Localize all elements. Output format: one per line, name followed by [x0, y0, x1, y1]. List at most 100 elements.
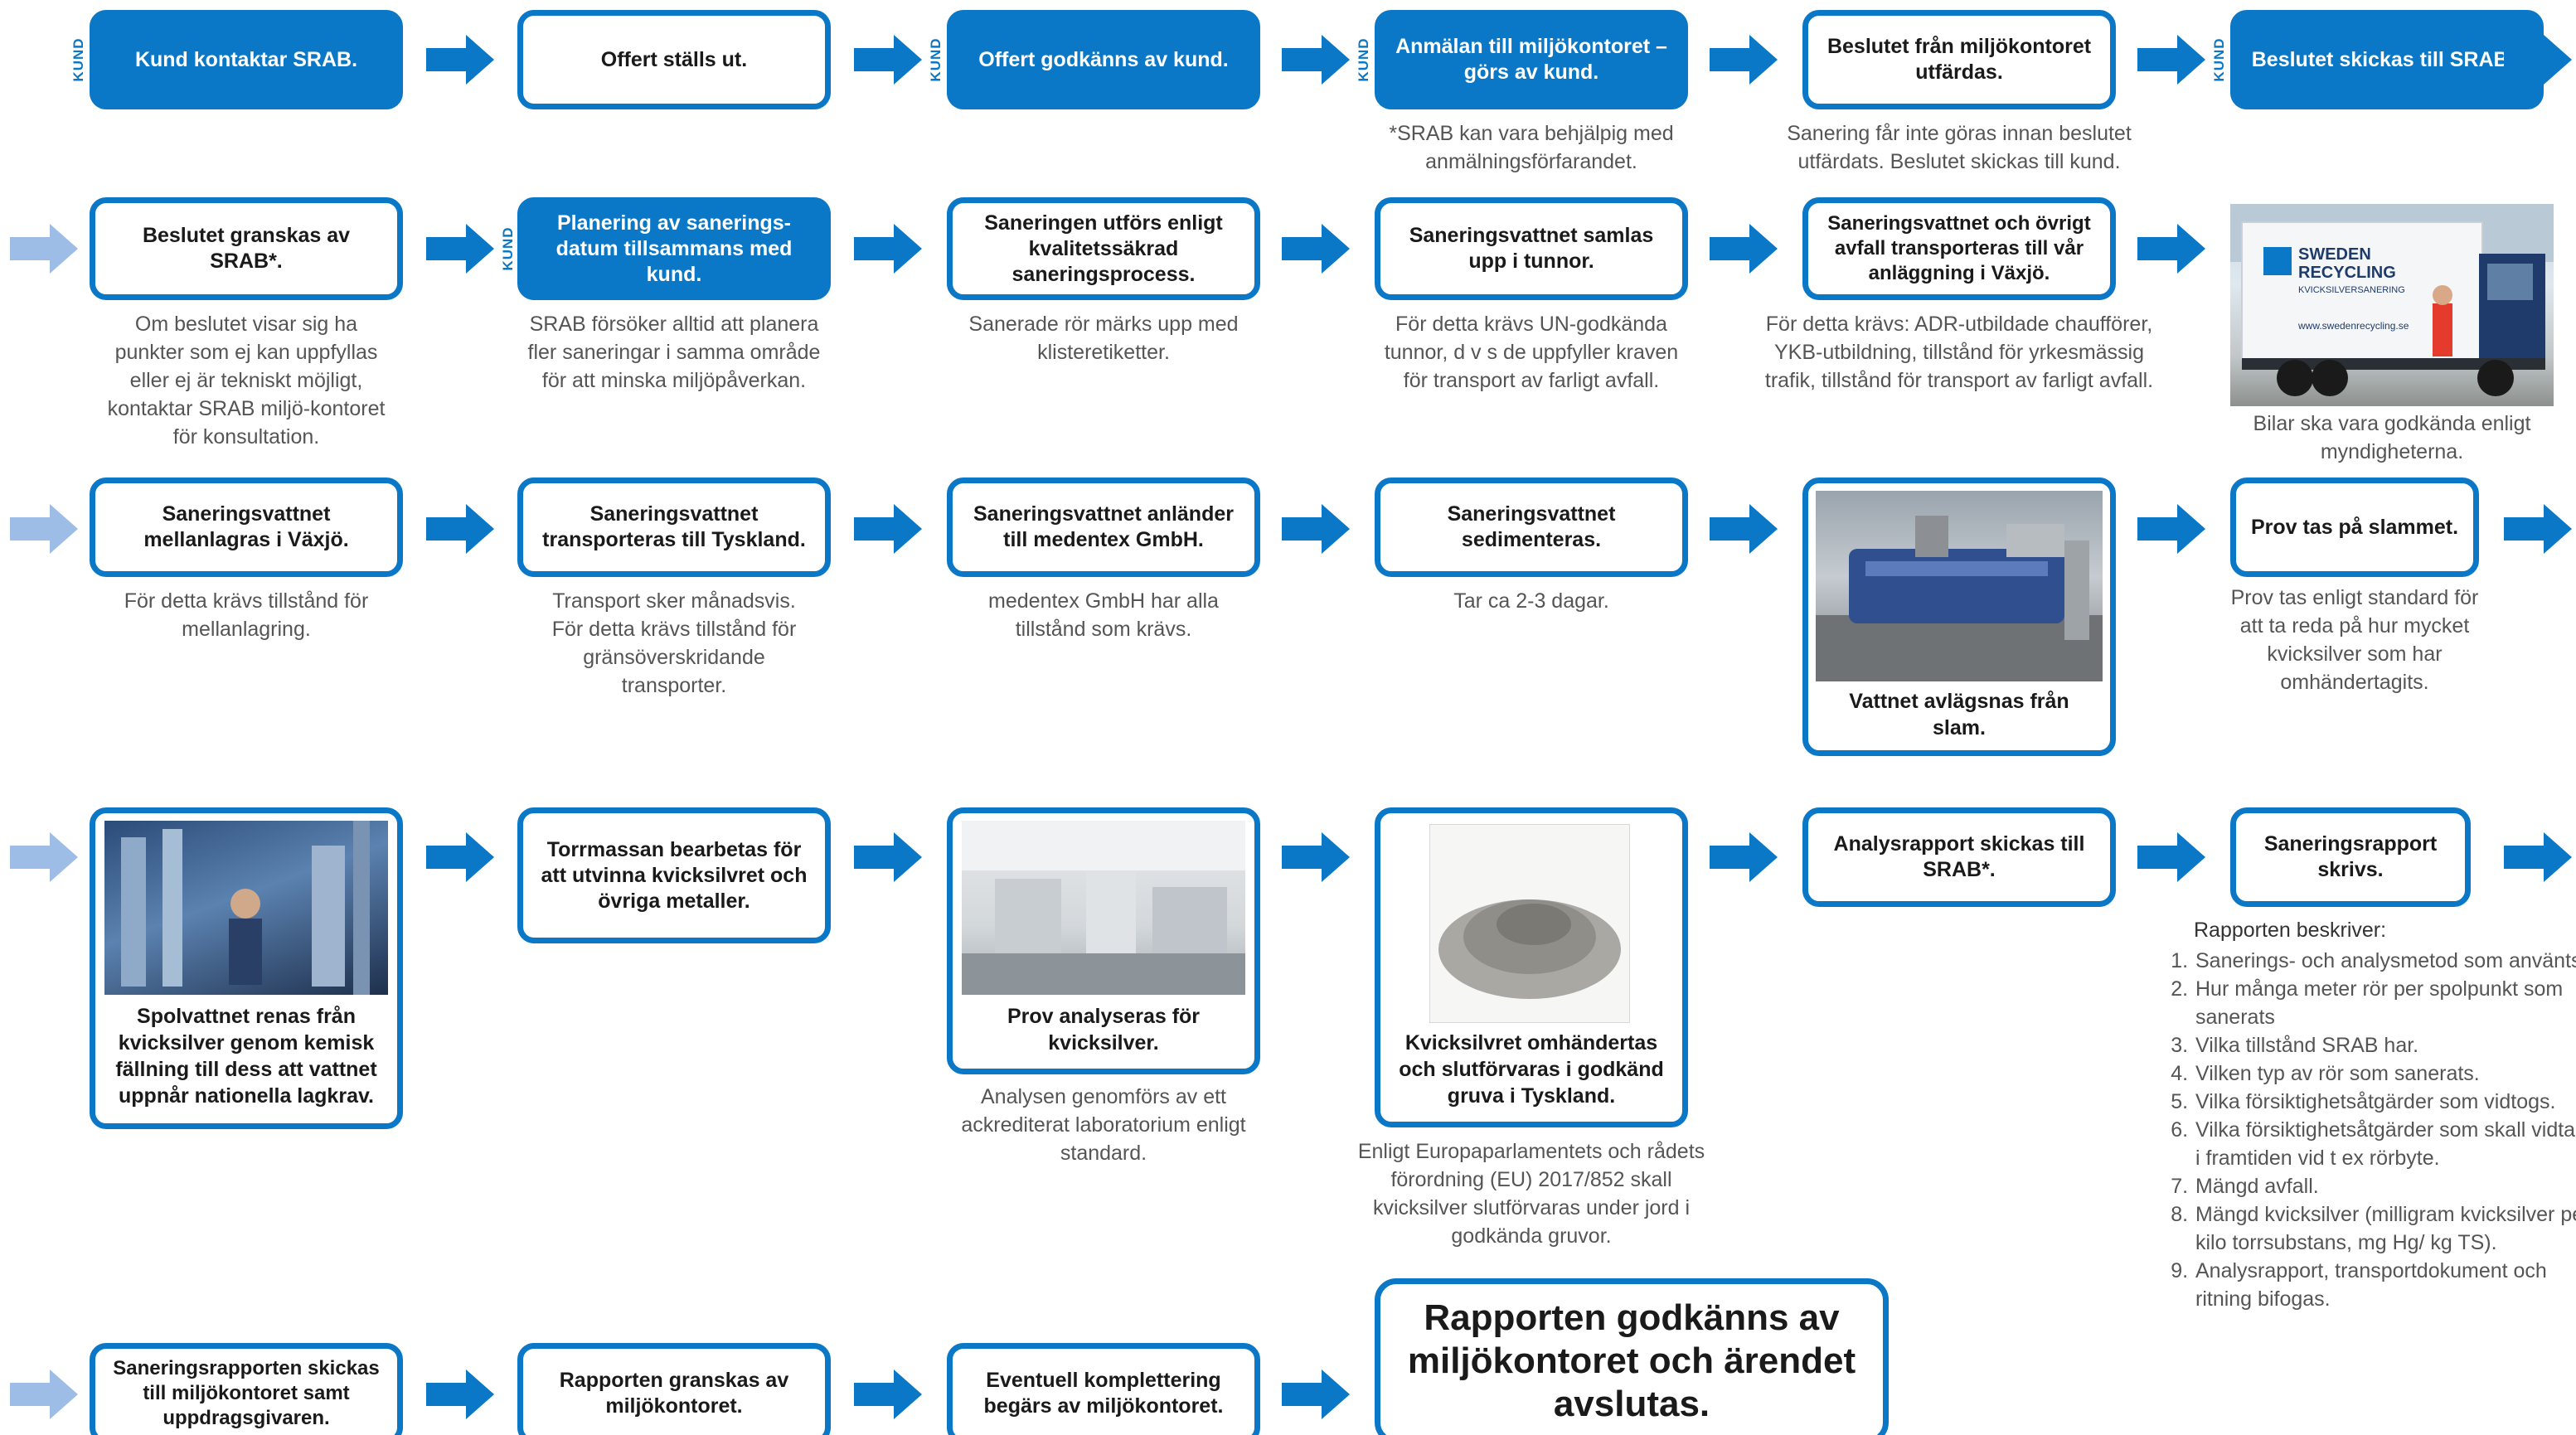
step-beslutet-utfardas: Beslutet från miljökontoret utfärdas.	[1802, 10, 2116, 109]
report-list-title: Rapporten beskriver:	[2194, 919, 2387, 942]
step-label: Saneringsvattnet sedimenteras.	[1447, 502, 1616, 551]
truck-tagline: KVICKSILVERSANERING	[2298, 285, 2405, 295]
arrow-right-icon	[854, 1370, 922, 1419]
final-label: Rapporten godkänns av miljökontoret och …	[1407, 1297, 1856, 1424]
step-description: medentex GmbH har alla tillstånd som krä…	[988, 589, 1219, 641]
step-label: Beslutet från miljökontoret utfärdas.	[1826, 35, 2092, 84]
step-beslutet-granskas: Beslutet granskas av SRAB*.	[90, 197, 403, 300]
step-label: Analysrapport skickas till SRAB*.	[1833, 832, 2085, 881]
step-label: Spolvattnet renas från kvicksilver genom…	[115, 1005, 377, 1108]
arrow-right-icon	[1710, 35, 1778, 85]
step-description: För detta krävs tillstånd för mellanlagr…	[124, 589, 369, 641]
kund-label: KUND	[2211, 37, 2227, 82]
arrow-right-icon	[2504, 832, 2572, 882]
step-saneringen-utfors: Saneringen utförs enligt kvalitetssäkrad…	[947, 197, 1260, 300]
arrow-continue-icon	[10, 1370, 78, 1419]
step-description: Sanering får inte göras innan beslutet u…	[1787, 122, 2132, 173]
arrow-right-icon	[2137, 832, 2205, 882]
kund-label: KUND	[928, 37, 944, 82]
step-transporteras-tyskland: Saneringsvattnet transporteras till Tysk…	[517, 478, 831, 577]
step-label: Saneringen utförs enligt kvalitetssäkrad…	[984, 211, 1223, 286]
step-label: Torrmassan bearbetas för att utvinna kvi…	[541, 837, 808, 913]
step-label: Kvicksilvret omhändertas och slutförvara…	[1399, 1031, 1664, 1108]
lab-icon	[962, 821, 1245, 995]
arrow-right-icon	[854, 224, 922, 274]
arrow-continue-icon	[10, 224, 78, 274]
truck-brand: RECYCLING	[2298, 264, 2396, 282]
step-description: Prov tas enligt standard för att ta reda…	[2230, 586, 2479, 694]
step-label: Beslutet skickas till SRAB*.	[2251, 47, 2523, 71]
step-sedimenteras: Saneringsvattnet sedimenteras.	[1375, 478, 1688, 577]
report-list-item: Vilka försiktighetsåtgärder som skall vi…	[2194, 1116, 2576, 1172]
arrow-right-icon	[1710, 224, 1778, 274]
report-list-item: Vilka försiktighetsåtgärder som vidtogs.	[2194, 1088, 2576, 1116]
arrow-right-icon	[854, 504, 922, 554]
step-description: Bilar ska vara godkända enligt myndighet…	[2253, 412, 2531, 463]
kund-label: KUND	[1356, 37, 1371, 82]
step-description: Transport sker månadsvis. För detta kräv…	[551, 589, 797, 697]
step-label: Anmälan till miljökontoret – görs av kun…	[1395, 35, 1667, 84]
step-label: Saneringsvattnet och övrigt avfall trans…	[1827, 212, 2091, 284]
step-anmalan: Anmälan till miljökontoret – görs av kun…	[1375, 10, 1688, 109]
report-list-item: Sanerings- och analysmetod som använts.	[2194, 947, 2576, 975]
step-label: Saneringsvattnet anländer till medentex …	[973, 502, 1234, 551]
step-description: Enligt Europaparlamentets och rådets för…	[1357, 1140, 1705, 1248]
step-label: Prov analyseras för kvicksilver.	[1007, 1005, 1201, 1054]
arrow-continue-icon	[10, 504, 78, 554]
step-label: Vattnet avlägsnas från slam.	[1849, 690, 2069, 739]
step-label: Offert ställs ut.	[600, 47, 748, 71]
step-description: För detta krävs: ADR-utbildade chaufföre…	[1764, 313, 2154, 392]
step-label: Saneringsvattnet transporteras till Tysk…	[542, 502, 806, 551]
powder-photo	[1429, 824, 1630, 1023]
step-analysrapport: Analysrapport skickas till SRAB*.	[1802, 807, 2116, 907]
arrow-right-icon	[1710, 832, 1778, 882]
arrow-right-icon	[2137, 35, 2205, 85]
report-list: Sanerings- och analysmetod som använts.H…	[2169, 947, 2576, 1313]
centrifuge-icon	[1816, 516, 2103, 681]
step-label: Kund kontaktar SRAB.	[134, 47, 358, 71]
truck-brand: SWEDEN	[2298, 245, 2371, 264]
report-list-item: Mängd avfall.	[2194, 1172, 2576, 1200]
arrow-right-icon	[854, 35, 922, 85]
step-kund-kontaktar: Kund kontaktar SRAB.	[90, 10, 403, 109]
step-description: SRAB försöker alltid att planera fler sa…	[527, 313, 821, 392]
arrow-right-icon	[426, 504, 494, 554]
arrow-right-icon	[426, 224, 494, 274]
step-rapporten-granskas: Rapporten granskas av miljökontoret.	[517, 1343, 831, 1435]
arrow-right-icon	[2504, 504, 2572, 554]
arrow-right-icon	[1282, 1370, 1350, 1419]
step-rapporten-skickas: Saneringsrapporten skickas till miljökon…	[90, 1343, 403, 1435]
step-prov-slammet: Prov tas på slammet.	[2230, 478, 2479, 577]
kund-label: KUND	[500, 226, 516, 271]
arrow-right-icon	[854, 832, 922, 882]
step-label: Saneringsrapport skrivs.	[2263, 832, 2438, 881]
kund-label: KUND	[70, 37, 86, 82]
step-description: Tar ca 2-3 dagar.	[1453, 589, 1609, 613]
arrow-right-icon	[1710, 504, 1778, 554]
report-list-item: Vilken typ av rör som sanerats.	[2194, 1059, 2576, 1088]
step-samlas-upp: Saneringsvattnet samlas upp i tunnor.	[1375, 197, 1688, 300]
lab-photo	[962, 821, 1245, 995]
step-mellanlagras: Saneringsvattnet mellanlagras i Växjö.	[90, 478, 403, 577]
step-label: Beslutet granskas av SRAB*.	[142, 224, 351, 273]
report-list-item: Hur många meter rör per spolpunkt som sa…	[2194, 975, 2576, 1031]
plant-icon	[121, 821, 370, 995]
step-komplettering: Eventuell komplettering begärs av miljök…	[947, 1343, 1260, 1435]
step-offert-stalls-ut: Offert ställs ut.	[517, 10, 831, 109]
step-description: För detta krävs UN-godkända tunnor, d v …	[1384, 313, 1679, 392]
report-list-item: Analysrapport, transportdokument och rit…	[2194, 1257, 2576, 1313]
arrow-continue-icon	[10, 832, 78, 882]
arrow-right-icon	[426, 35, 494, 85]
step-anlander-medentex: Saneringsvattnet anländer till medentex …	[947, 478, 1260, 577]
step-description: Om beslutet visar sig ha punkter som ej …	[107, 313, 386, 448]
step-description: Analysen genomförs av ett ackrediterat l…	[961, 1085, 1246, 1165]
step-saneringsrapport-skrivs: Saneringsrapport skrivs.	[2230, 807, 2471, 907]
arrow-right-icon	[426, 1370, 494, 1419]
arrow-right-icon	[1282, 832, 1350, 882]
step-label: Saneringsvattnet mellanlagras i Växjö.	[143, 502, 349, 551]
arrow-right-icon	[1282, 35, 1350, 85]
step-transporteras-vaxjo: Saneringsvattnet och övrigt avfall trans…	[1802, 197, 2116, 300]
step-label: Offert godkänns av kund.	[978, 47, 1229, 71]
arrow-right-icon	[426, 832, 494, 882]
